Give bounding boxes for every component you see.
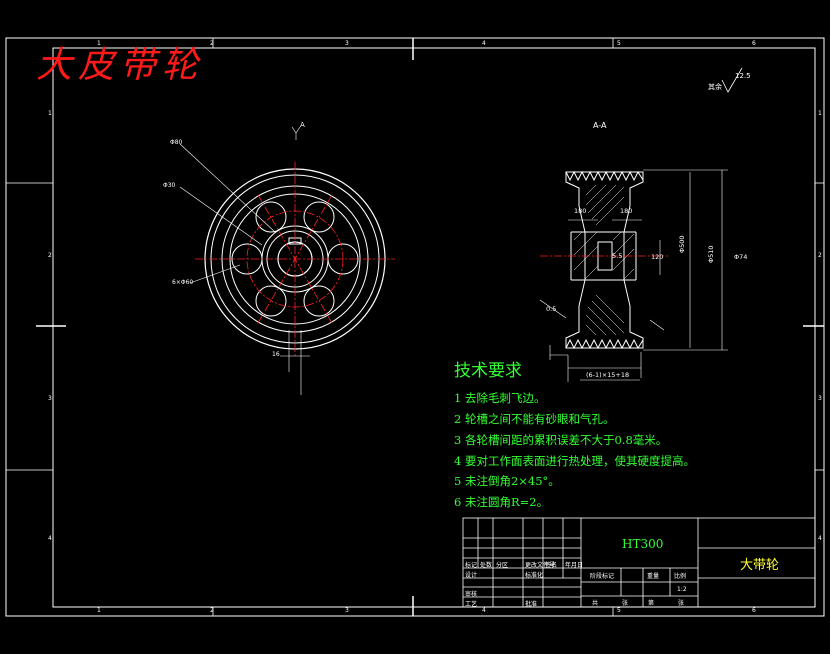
tech-requirements-title: 技术要求 [454,361,522,381]
tb-cell: 分区 [496,562,509,569]
tb-cell: 年月日 [565,562,584,569]
lightening-hole [303,201,335,233]
zone-top: 6 [752,40,756,47]
tb-cell: 共 [592,600,599,607]
tb-cell: 比例 [674,573,687,580]
zone-ticks [6,38,824,616]
front-centerlines [195,162,395,356]
dim-d2: Φ510 [707,245,715,263]
tb-cell: 工艺 [465,601,478,608]
tech-requirement-item: 3 各轮槽间距的累积误差不大于0.8毫米。 [454,433,668,447]
tb-cell: 标准化 [525,572,544,579]
zone-side: 1 [48,110,52,117]
zone-bottom: 3 [345,607,349,614]
lightening-hole [303,285,335,317]
tb-cell: 标记 [465,562,478,569]
front-label-4: 16 [272,351,280,358]
zone-top: 3 [345,40,349,47]
zone-side: 1 [818,110,822,117]
tech-requirement-item: 4 要对工作面表面进行热处理，使其硬度提高。 [454,454,695,468]
outer-frame [5,37,825,617]
dim-rib: 5.5 [612,252,623,260]
dim-w2: 180 [620,207,633,215]
tb-cell: 审核 [465,591,478,598]
lightening-hole [255,285,287,317]
zone-side: 2 [48,252,52,259]
tb-cell: 更改文件号 [525,562,556,569]
part-name-label: 大带轮 [740,558,780,573]
roughness-symbol [721,67,743,93]
dim-total: (6-1)×15+18 [586,371,630,379]
tb-cell: 批准 [525,601,538,608]
dim-d3: Φ74 [734,253,748,261]
tech-requirement-item: 2 轮槽之间不能有砂眼和气孔。 [454,412,615,426]
view-label: A [300,121,305,129]
front-label-1: Φ80 [170,139,183,146]
dim-ang: 0.5 [546,305,557,313]
dim-d1: Φ500 [678,235,686,253]
material-label: HT300 [622,537,664,551]
zone-bottom: 2 [210,607,214,614]
tb-cell: 第 [648,600,655,607]
tb-cell: 阶段标记 [590,573,615,580]
section-view [565,170,644,350]
zone-side: 3 [48,395,52,402]
zone-top: 2 [210,40,214,47]
tech-requirement-item: 5 未注倒角2×45°。 [454,474,560,488]
zone-top: 5 [617,40,621,47]
zone-side: 3 [818,395,822,402]
zone-bottom: 6 [752,607,756,614]
section-outline [565,171,644,349]
zone-side: 4 [48,535,52,542]
section-dimensions [539,169,728,382]
zone-bottom: 1 [97,607,101,614]
tb-cell: 重量 [647,573,660,580]
dim-hub: 120 [651,253,664,261]
drawing-title: 大皮带轮 [36,45,205,86]
inner-frame [52,47,816,608]
bottom-grooves [565,338,644,350]
tb-cell: 处数 [480,562,493,569]
lightening-hole [255,201,287,233]
zone-side: 2 [818,252,822,259]
tech-requirement-item: 1 去除毛刺飞边。 [454,391,546,405]
title-block [462,517,816,608]
tech-requirement-item: 6 未注圆角R=2。 [454,495,549,509]
zone-top: 4 [482,40,486,47]
front-leaders [179,126,310,395]
top-grooves [565,170,644,182]
section-label: A-A [593,121,607,130]
section-hatch [573,184,635,336]
zone-top: 1 [97,40,101,47]
front-label-2: Φ30 [163,182,176,189]
zone-bottom: 4 [482,607,486,614]
front-label-3: 6×Φ60 [172,279,194,286]
dim-w1: 180 [574,207,587,215]
tb-cell: 张 [678,600,685,607]
tb-cell: 设计 [465,572,478,579]
zone-bottom: 5 [617,607,621,614]
roughness-label: 其余 [708,83,722,91]
tb-cell: 张 [622,600,629,607]
tb-cell: 签名 [545,562,558,569]
roughness-value: 12.5 [735,72,751,80]
zone-side: 4 [818,535,822,542]
scale-value: 1:2 [677,586,687,593]
